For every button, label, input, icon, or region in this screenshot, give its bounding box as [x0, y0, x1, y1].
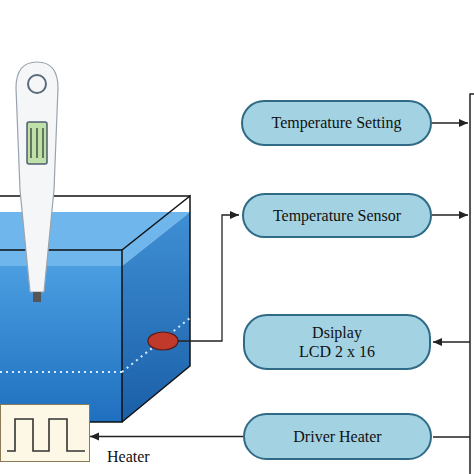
thermometer — [16, 62, 58, 302]
sensor-wire — [178, 215, 239, 341]
box-label: Temperature Sensor — [273, 206, 401, 225]
box-label: Driver Heater — [293, 427, 381, 446]
square-wave-symbol — [3, 407, 89, 461]
water-front — [0, 266, 122, 422]
heater-box: Heater — [0, 404, 90, 462]
heater-label: Heater — [105, 447, 152, 466]
sensor-box: Temperature Sensor — [242, 193, 432, 238]
controller-box — [470, 94, 474, 474]
box-label: Dsiplay LCD 2 x 16 — [297, 323, 377, 361]
driver-box: Driver Heater — [243, 413, 432, 460]
water-level-dots — [0, 318, 190, 372]
input-box: Temperature Setting — [241, 100, 432, 146]
display-box: Dsiplay LCD 2 x 16 — [243, 314, 431, 370]
box-label: Temperature Setting — [272, 113, 402, 132]
connector-arrow — [90, 436, 243, 437]
sensor-probe — [148, 332, 178, 350]
controller-wires — [432, 123, 470, 437]
water-side — [122, 212, 190, 422]
